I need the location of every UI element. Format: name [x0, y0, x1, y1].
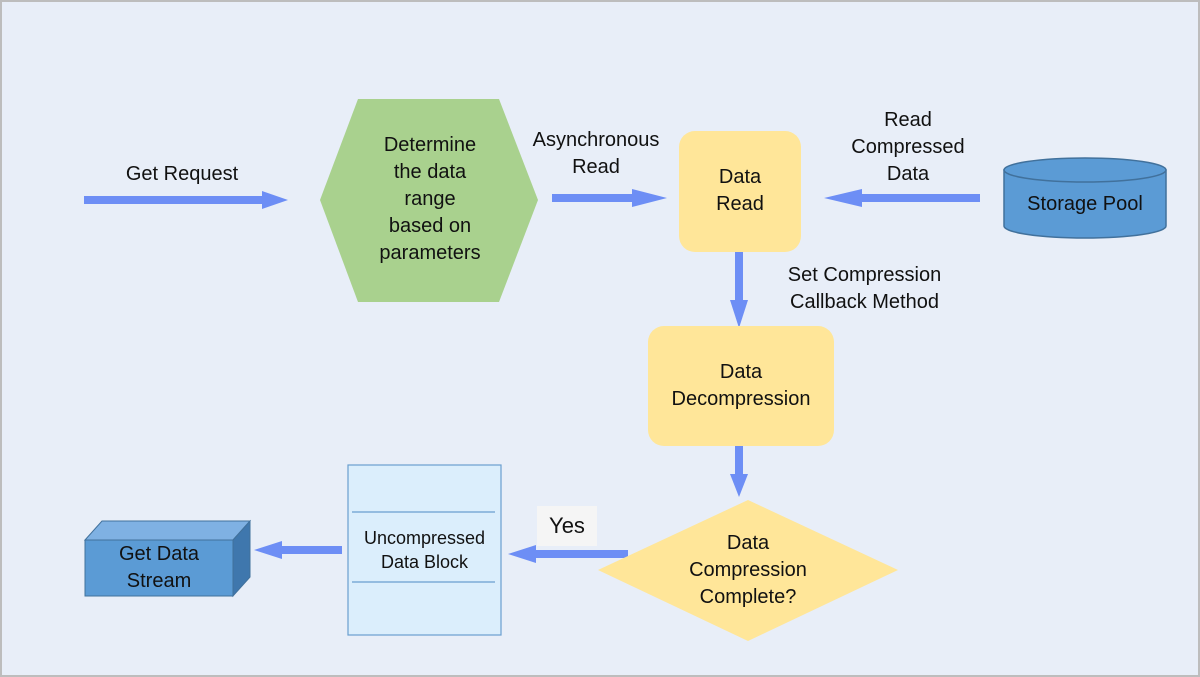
storage-pool-cylinder	[1003, 157, 1167, 239]
storage-pool-text: Storage Pool	[1027, 193, 1143, 215]
arrow-async-read	[552, 189, 667, 207]
decompression-text: Data Decompression	[671, 361, 811, 410]
data-read-text: Data Read	[716, 166, 764, 215]
decompression-box	[648, 326, 834, 446]
uncompressed-block-text: Uncompressed Data Block	[363, 528, 486, 572]
arrow-get-request	[84, 191, 288, 209]
compression-complete-diamond	[598, 500, 898, 641]
get-data-stream-box	[83, 519, 252, 598]
uncompressed-block-document	[347, 464, 502, 636]
read-compressed-label: Read Compressed Data	[851, 109, 965, 185]
compression-complete-text: Data Compression Complete?	[689, 532, 807, 608]
set-compression-label: Set Compression Callback Method	[787, 264, 942, 313]
determine-range-hexagon	[320, 99, 538, 302]
determine-range-text: Determine the data range based on parame…	[379, 134, 481, 264]
data-read-box	[679, 131, 801, 252]
arrow-to-stream	[254, 541, 342, 559]
arrow-yes	[508, 545, 628, 563]
yes-label-background	[537, 506, 597, 546]
arrow-to-decision	[730, 446, 748, 497]
yes-label: Yes	[549, 513, 585, 538]
get-request-label: Get Request	[125, 163, 239, 185]
arrow-set-compression	[730, 252, 748, 328]
arrow-read-compressed	[824, 189, 980, 207]
get-data-stream-text: Get Data Stream	[118, 543, 200, 592]
async-read-label: Asynchronous Read	[532, 129, 660, 178]
